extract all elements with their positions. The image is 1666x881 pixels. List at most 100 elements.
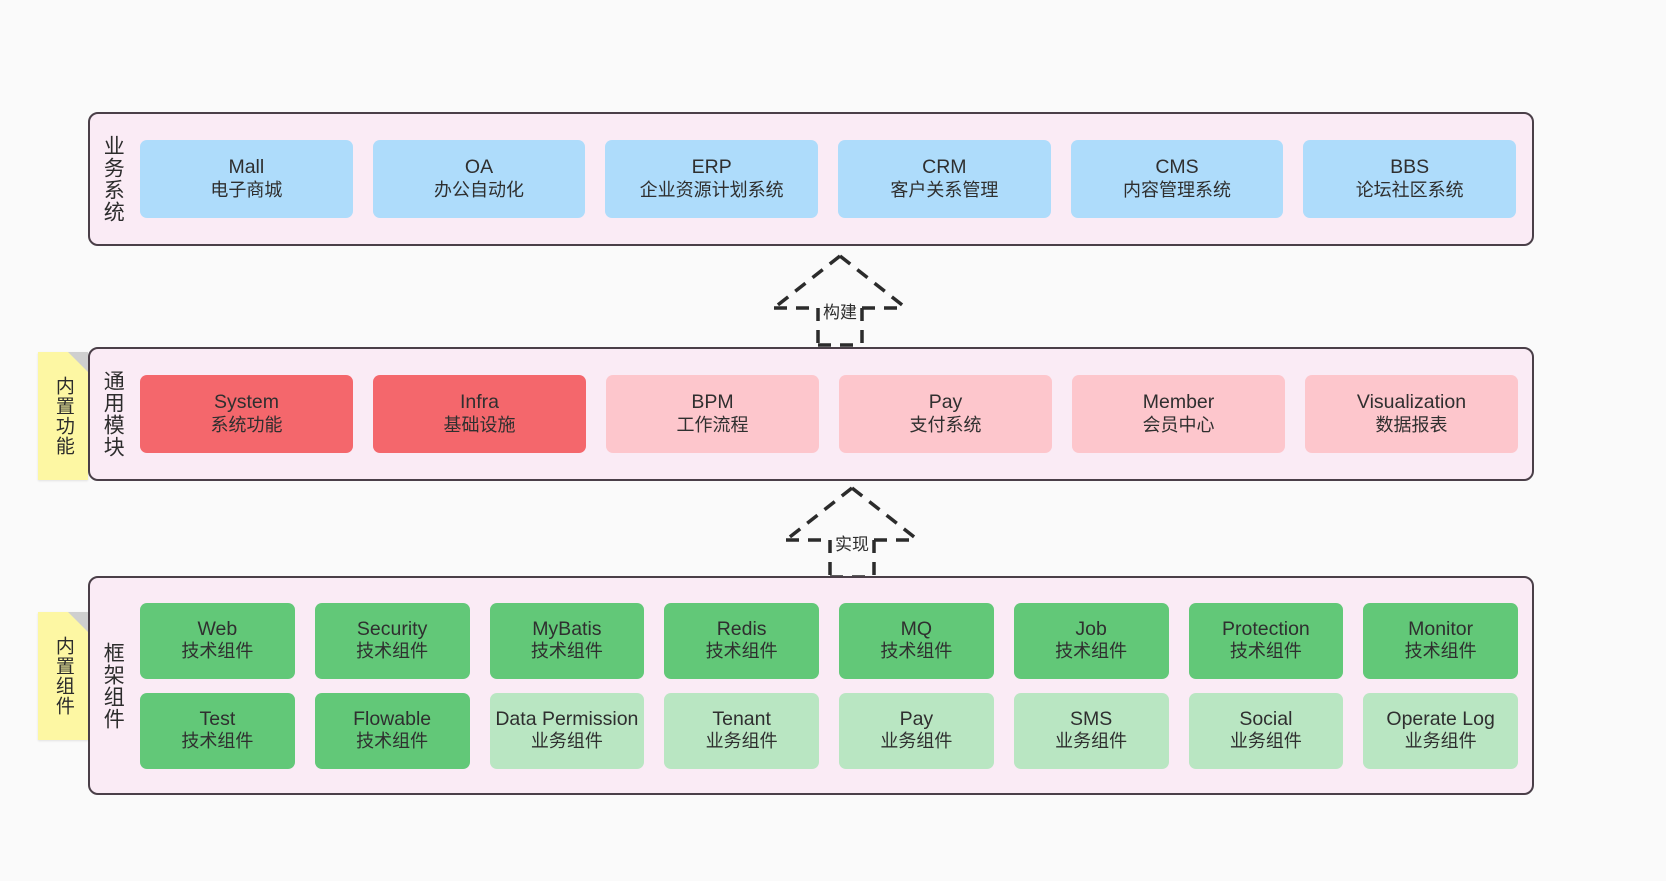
card-title: Visualization <box>1356 391 1467 414</box>
card-subtitle: 业务组件 <box>1404 731 1477 752</box>
card-title: Security <box>356 617 428 640</box>
card-subtitle: 业务组件 <box>880 731 953 752</box>
card-subtitle: 电子商城 <box>210 179 283 200</box>
framework-card-test[interactable]: Test 技术组件 <box>140 692 295 769</box>
card-subtitle: 数据报表 <box>1375 414 1448 435</box>
framework-card-security[interactable]: Security 技术组件 <box>314 602 470 679</box>
card-subtitle: 技术组件 <box>181 731 254 752</box>
card-title: Tenant <box>712 707 771 730</box>
card-title: Data Permission <box>495 707 639 730</box>
card-title: OA <box>464 156 494 179</box>
card-subtitle: 工作流程 <box>676 414 749 435</box>
framework-card-protection[interactable]: Protection 技术组件 <box>1188 602 1344 679</box>
sticky-note-builtin-functions[interactable]: 内置功能 <box>38 352 88 480</box>
framework-card-social[interactable]: Social 业务组件 <box>1188 692 1344 769</box>
framework-card-operate-log[interactable]: Operate Log 业务组件 <box>1363 692 1518 769</box>
card-title: System <box>213 391 279 414</box>
framework-card-mq[interactable]: MQ 技术组件 <box>839 602 994 679</box>
framework-card-mybatis[interactable]: MyBatis 技术组件 <box>489 602 645 679</box>
card-subtitle: 基础设施 <box>443 414 516 435</box>
card-title: Pay <box>899 707 934 730</box>
card-title: CMS <box>1155 156 1199 179</box>
connector-realize-label: 实现 <box>835 535 869 554</box>
framework-card-pay[interactable]: Pay 业务组件 <box>839 692 994 769</box>
card-subtitle: 业务组件 <box>530 731 603 752</box>
business-card-crm[interactable]: CRM 客户关系管理 <box>838 140 1051 218</box>
generalization-arrow-icon <box>772 254 908 347</box>
card-subtitle: 技术组件 <box>1404 641 1477 662</box>
layer-modules-body: System 系统功能 Infra 基础设施 BPM 工作流程 Pay 支付系统… <box>134 349 1532 479</box>
card-subtitle: 技术组件 <box>530 641 603 662</box>
page-fold-icon <box>68 352 88 372</box>
sticky-note-label: 内置组件 <box>52 636 74 716</box>
card-subtitle: 业务组件 <box>1055 731 1128 752</box>
layer-business-body: Mall 电子商城 OA 办公自动化 ERP 企业资源计划系统 CRM 客户关系… <box>134 114 1532 244</box>
card-title: Pay <box>928 391 963 414</box>
card-subtitle: 论坛社区系统 <box>1355 179 1464 200</box>
card-subtitle: 办公自动化 <box>434 179 524 200</box>
framework-row-tech: Web 技术组件 Security 技术组件 MyBatis 技术组件 Redi… <box>140 602 1518 679</box>
layer-framework-title: 框架组件 <box>101 641 125 730</box>
framework-card-data-permission[interactable]: Data Permission 业务组件 <box>489 692 645 769</box>
card-title: Flowable <box>353 707 432 730</box>
framework-card-flowable[interactable]: Flowable 技术组件 <box>314 692 470 769</box>
framework-card-monitor[interactable]: Monitor 技术组件 <box>1363 602 1518 679</box>
module-card-system[interactable]: System 系统功能 <box>140 375 353 453</box>
card-title: ERP <box>691 156 732 179</box>
card-subtitle: 技术组件 <box>1055 641 1128 662</box>
card-subtitle: 企业资源计划系统 <box>639 179 784 200</box>
card-title: Web <box>197 617 238 640</box>
card-title: Infra <box>459 391 500 414</box>
layer-modules-title: 通用模块 <box>101 370 125 458</box>
connector-build: 构建 <box>760 250 920 348</box>
framework-row-business: Test 技术组件 Flowable 技术组件 Data Permission … <box>140 692 1518 769</box>
business-card-mall[interactable]: Mall 电子商城 <box>140 140 353 218</box>
modules-row: System 系统功能 Infra 基础设施 BPM 工作流程 Pay 支付系统… <box>140 375 1518 453</box>
card-title: Member <box>1142 391 1215 414</box>
card-subtitle: 技术组件 <box>356 731 429 752</box>
card-subtitle: 技术组件 <box>705 641 778 662</box>
business-card-cms[interactable]: CMS 内容管理系统 <box>1070 140 1284 218</box>
module-card-infra[interactable]: Infra 基础设施 <box>373 375 586 453</box>
card-subtitle: 技术组件 <box>181 641 254 662</box>
card-title: Operate Log <box>1386 707 1495 730</box>
framework-card-redis[interactable]: Redis 技术组件 <box>664 602 819 679</box>
framework-card-web[interactable]: Web 技术组件 <box>140 602 295 679</box>
layer-business-systems: 业务系统 Mall 电子商城 OA 办公自动化 ERP 企业资源计划系统 CRM… <box>88 112 1534 246</box>
card-subtitle: 技术组件 <box>880 641 953 662</box>
business-card-oa[interactable]: OA 办公自动化 <box>372 140 586 218</box>
module-card-visualization[interactable]: Visualization 数据报表 <box>1305 375 1518 453</box>
card-subtitle: 会员中心 <box>1142 414 1215 435</box>
connector-build-label: 构建 <box>823 303 857 322</box>
card-subtitle: 客户关系管理 <box>890 179 999 200</box>
framework-card-job[interactable]: Job 技术组件 <box>1013 602 1169 679</box>
card-subtitle: 支付系统 <box>909 414 982 435</box>
card-title: Test <box>199 707 236 730</box>
business-row: Mall 电子商城 OA 办公自动化 ERP 企业资源计划系统 CRM 客户关系… <box>140 140 1517 218</box>
card-title: MQ <box>900 617 933 640</box>
card-title: BPM <box>691 391 734 414</box>
card-title: Monitor <box>1408 617 1474 640</box>
page-fold-icon <box>68 612 88 632</box>
card-subtitle: 系统功能 <box>210 414 283 435</box>
business-card-erp[interactable]: ERP 企业资源计划系统 <box>605 140 819 218</box>
layer-common-modules: 通用模块 System 系统功能 Infra 基础设施 BPM 工作流程 Pay… <box>88 347 1534 481</box>
layer-framework-body: Web 技术组件 Security 技术组件 MyBatis 技术组件 Redi… <box>134 578 1532 793</box>
card-subtitle: 业务组件 <box>705 731 778 752</box>
module-card-pay[interactable]: Pay 支付系统 <box>839 375 1052 453</box>
card-subtitle: 技术组件 <box>1229 641 1302 662</box>
module-card-member[interactable]: Member 会员中心 <box>1072 375 1285 453</box>
connector-realize: 实现 <box>772 482 932 580</box>
layer-business-title: 业务系统 <box>101 135 125 223</box>
module-card-bpm[interactable]: BPM 工作流程 <box>606 375 819 453</box>
business-card-bbs[interactable]: BBS 论坛社区系统 <box>1303 140 1517 218</box>
framework-card-tenant[interactable]: Tenant 业务组件 <box>664 692 819 769</box>
layer-framework-components: 框架组件 Web 技术组件 Security 技术组件 MyBatis 技术组件… <box>88 576 1534 795</box>
framework-card-sms[interactable]: SMS 业务组件 <box>1013 692 1169 769</box>
card-subtitle: 内容管理系统 <box>1123 179 1232 200</box>
sticky-note-builtin-components[interactable]: 内置组件 <box>38 612 88 740</box>
card-title: BBS <box>1390 156 1430 179</box>
card-subtitle: 业务组件 <box>1229 731 1302 752</box>
card-title: CRM <box>922 156 967 179</box>
